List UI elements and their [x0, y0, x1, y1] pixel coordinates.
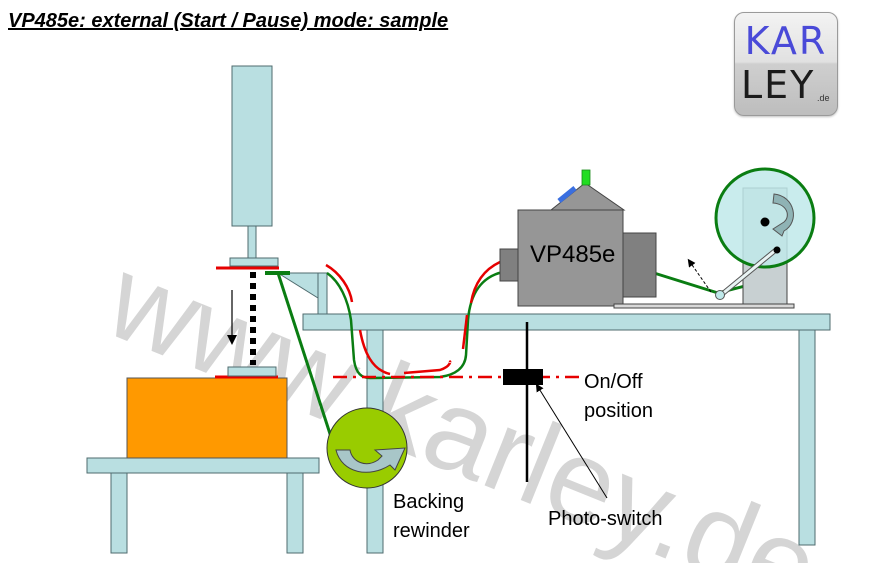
- backing-rewinder-label-line2: rewinder: [393, 520, 470, 542]
- applicator-pad: [229, 257, 279, 267]
- backing-rewinder: [326, 407, 408, 489]
- label-web-seg3: [403, 360, 452, 375]
- label-web-seg1: [325, 263, 354, 303]
- device-body: [517, 209, 624, 307]
- device-left-port: [499, 248, 521, 282]
- rewinder-disc: [326, 407, 408, 489]
- karley-logo: KAR LEY .de: [734, 12, 838, 116]
- backing-to-rewinder: [276, 272, 334, 441]
- logo-line1: KAR: [744, 19, 828, 63]
- rewinder-rotation-arrow-icon: [335, 447, 406, 473]
- left-table-leg-left: [110, 472, 128, 554]
- photo-switch-pointer-arrow: [535, 383, 608, 499]
- page-title: VP485e: external (Start / Pause) mode: s…: [8, 10, 449, 32]
- rotation-arrow-icon: [772, 193, 794, 237]
- label-web-seg2: [358, 329, 391, 376]
- photo-switch-label: Photo-switch: [548, 508, 663, 530]
- backing-rewinder-label-line1: Backing: [393, 491, 464, 513]
- dancer-motion-arrow-icon: [687, 258, 712, 293]
- dancer-arm-inner: [719, 247, 779, 297]
- right-table-leg-right: [798, 320, 816, 546]
- logo-suffix: .de: [817, 93, 830, 103]
- dancer-pivot: [773, 246, 781, 254]
- logo-line2: LEY: [741, 63, 816, 107]
- dancer-roller: [715, 290, 725, 300]
- left-table-top: [86, 457, 320, 474]
- label-supply-roll: [687, 167, 816, 305]
- cylinder-body: [231, 65, 273, 227]
- device-indicator-blue: [557, 186, 577, 203]
- label-web: [325, 260, 501, 376]
- applicator-cylinder: [229, 65, 279, 267]
- product-box: [126, 377, 288, 459]
- on-off-label-line1: On/Off: [584, 371, 643, 393]
- device-label: VP485e: [530, 241, 615, 268]
- vp485e-device: VP485e: [499, 169, 795, 309]
- label-web-seg4: [461, 314, 469, 350]
- roll-axis-dot: [760, 217, 770, 227]
- on-off-label-line2: position: [584, 400, 653, 422]
- right-table-top: [302, 313, 831, 331]
- right-table: [302, 313, 831, 554]
- left-table: [86, 457, 320, 554]
- device-right-block: [621, 232, 657, 298]
- status-led-green: [581, 169, 591, 186]
- photo-switch-sensor: [503, 369, 543, 385]
- device-base-plate: [613, 303, 795, 309]
- left-table-leg-right: [286, 472, 304, 554]
- cylinder-rod: [247, 225, 257, 259]
- lower-pad: [227, 366, 277, 377]
- peel-plate-post: [317, 272, 328, 315]
- label-web-seg5: [469, 260, 501, 304]
